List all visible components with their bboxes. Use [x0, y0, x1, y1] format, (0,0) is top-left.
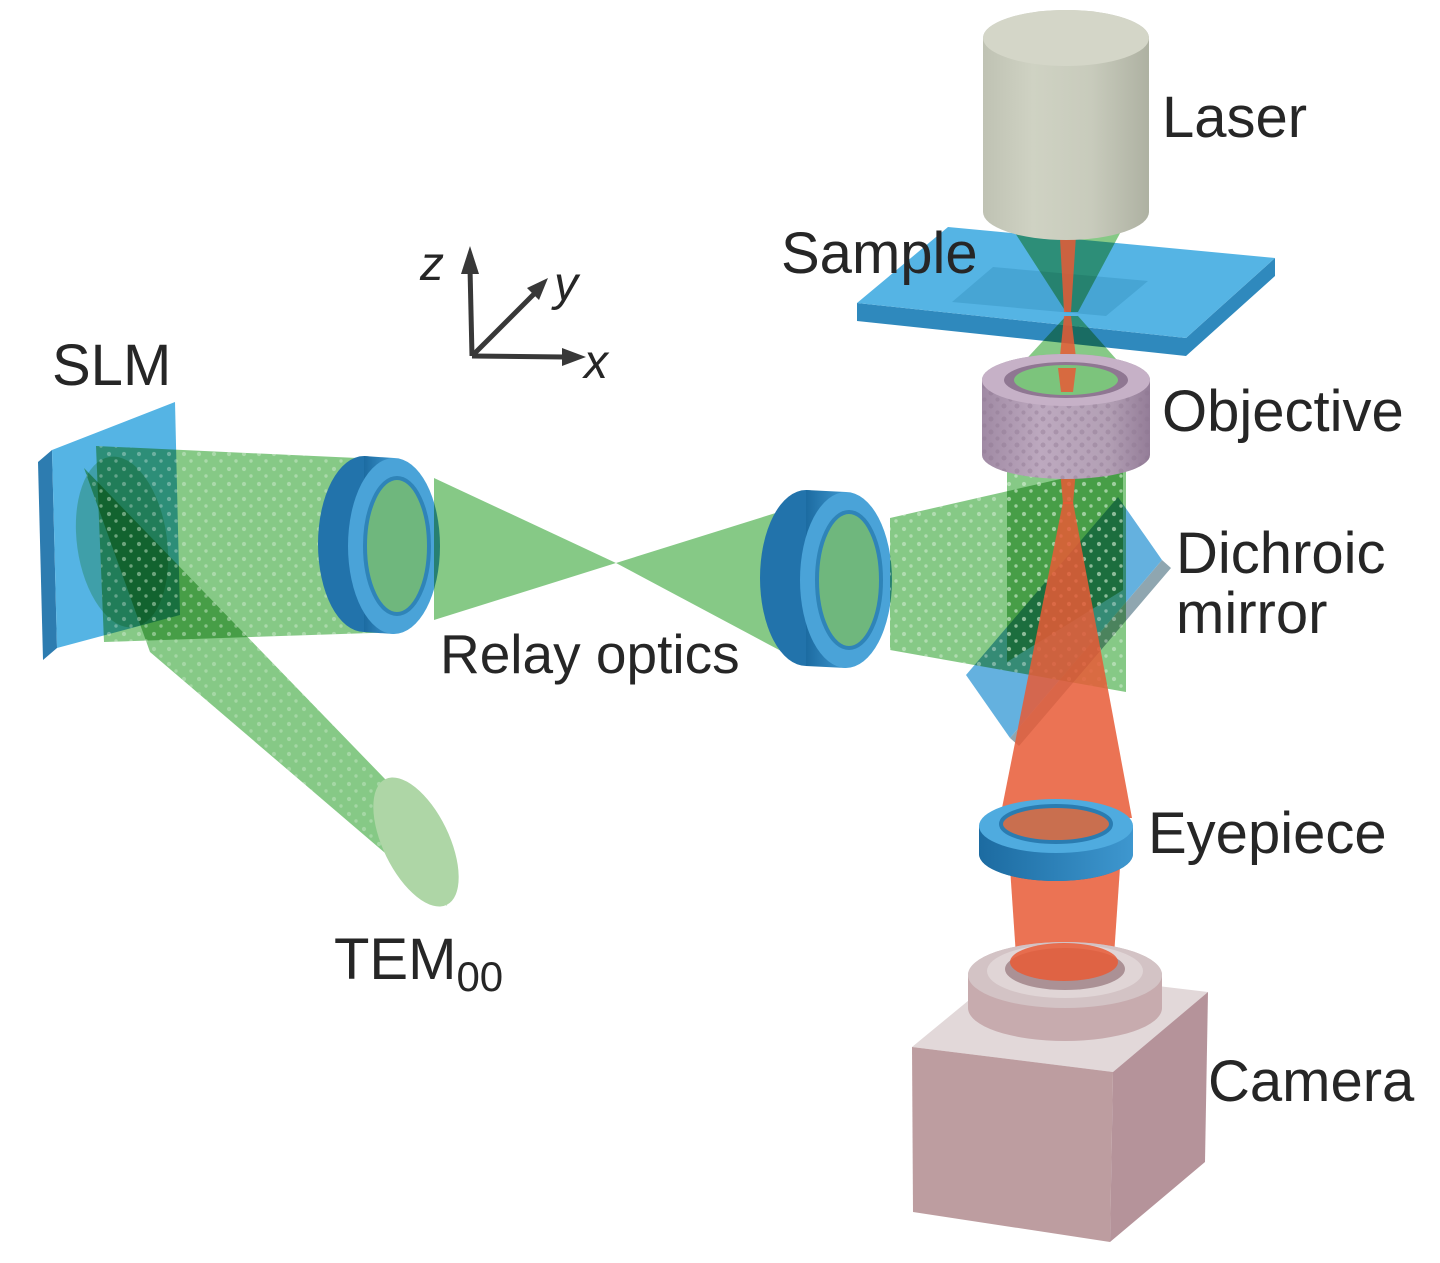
x-axis-line: [471, 353, 565, 360]
tem00-subscript: 00: [456, 953, 504, 1000]
objective-lens: [982, 354, 1150, 479]
sample-edge: [857, 258, 1275, 356]
dichroic-mirror-label: Dichroic mirror: [1176, 521, 1386, 647]
relay-lens-1-aperture: [363, 476, 431, 616]
input-beam-endcap: [373, 777, 459, 907]
camera-body: [912, 942, 1208, 1242]
slm-label: SLM: [52, 333, 172, 398]
x-axis-label: x: [584, 336, 608, 389]
relay-lens-2-aperture: [815, 510, 883, 650]
objective-red-spot: [1058, 368, 1076, 392]
sample-label: Sample: [781, 221, 978, 286]
relay-lens-1: [318, 456, 440, 634]
red-line-upper: [1059, 220, 1077, 312]
beam-relay-focus: [434, 478, 798, 660]
beam-diverging: [616, 506, 798, 660]
beam-converging: [434, 478, 616, 620]
y-axis-label: y: [554, 258, 578, 311]
sample-chamber: [952, 267, 1148, 316]
beam-slm-to-relay1: [96, 446, 400, 642]
laser-body: [983, 10, 1149, 240]
relay-lens-2: [760, 490, 892, 668]
laser-top-face: [983, 10, 1149, 66]
camera-label: Camera: [1208, 1049, 1415, 1114]
relay-optics-label: Relay optics: [440, 623, 740, 685]
laser-head: [983, 10, 1149, 240]
eyepiece-label: Eyepiece: [1148, 801, 1387, 866]
tem00-label: TEM00: [334, 927, 504, 1000]
y-axis-arrowhead: [527, 278, 548, 300]
red-line-lower: [1059, 316, 1077, 366]
dichroic-label-line2: mirror: [1176, 581, 1328, 647]
objective-label: Objective: [1162, 379, 1404, 444]
dichroic-label-line1: Dichroic: [1176, 521, 1386, 586]
x-axis-arrowhead: [562, 348, 586, 366]
slm-edge: [38, 450, 57, 660]
laser-label: Laser: [1162, 85, 1308, 150]
y-axis-line: [470, 291, 537, 358]
coordinate-axes: [461, 246, 586, 366]
tem00-base: TEM: [334, 927, 457, 992]
red-beam-endcap: [1010, 943, 1118, 981]
z-axis-label: z: [420, 238, 444, 291]
beam-slm-relay1-speckle: [96, 446, 400, 642]
camera-front-face: [912, 1047, 1113, 1242]
red-cone: [1000, 502, 1132, 818]
eyepiece-lens: [979, 799, 1133, 881]
z-axis-line: [467, 267, 475, 357]
camera-right-face: [1110, 992, 1208, 1242]
eyepiece-aperture: [999, 804, 1113, 844]
z-axis-arrowhead: [461, 246, 479, 274]
